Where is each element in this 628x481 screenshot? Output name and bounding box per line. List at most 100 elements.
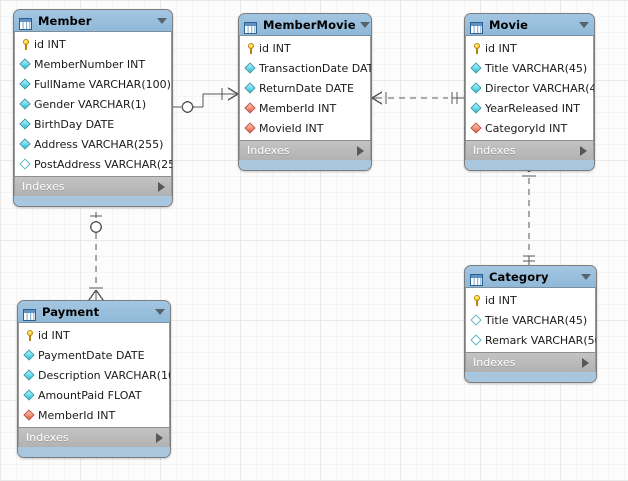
table-row[interactable]: YearReleased INT <box>466 98 593 118</box>
chevron-down-icon[interactable] <box>359 21 370 28</box>
table-columns-membermovie: id INT TransactionDate DATE ReturnDate DAT… <box>239 36 371 140</box>
table-icon <box>470 19 483 34</box>
column-not-null-icon <box>23 348 36 362</box>
relationship-membermovie-movie <box>371 91 464 105</box>
table-category[interactable]: Category id INT Title VARCHAR(45) Remark VA… <box>464 265 597 383</box>
expand-arrow-icon[interactable] <box>357 145 364 156</box>
column-label: MovieId INT <box>259 121 324 135</box>
column-label: Remark VARCHAR(500) <box>485 333 596 347</box>
relationship-member-payment <box>88 212 104 301</box>
column-label: MemberId INT <box>38 408 116 422</box>
column-label: PaymentDate DATE <box>38 348 145 362</box>
table-header-membermovie[interactable]: MemberMovie <box>239 14 371 36</box>
expand-arrow-icon[interactable] <box>580 145 587 156</box>
table-header-payment[interactable]: Payment <box>18 301 170 323</box>
table-row[interactable]: TransactionDate DATE <box>240 58 372 78</box>
column-label: FullName VARCHAR(100) <box>34 77 171 91</box>
column-not-null-icon <box>19 77 32 91</box>
column-label: MemberId INT <box>259 101 337 115</box>
column-not-null-icon <box>470 101 483 115</box>
column-not-null-icon <box>19 97 32 111</box>
column-not-null-icon <box>470 61 483 75</box>
table-row[interactable]: MemberId INT <box>240 98 370 118</box>
column-not-null-icon <box>244 81 257 95</box>
primary-key-icon <box>470 42 483 55</box>
table-row[interactable]: Director VARCHAR(45) <box>466 78 594 98</box>
column-label: Title VARCHAR(45) <box>485 313 588 327</box>
expand-arrow-icon[interactable] <box>582 357 589 368</box>
indexes-section-member[interactable]: Indexes <box>14 176 172 196</box>
column-label: Director VARCHAR(45) <box>485 81 594 95</box>
column-label: PostAddress VARCHAR(255) <box>34 157 173 171</box>
table-row[interactable]: CategoryId INT <box>466 118 593 138</box>
column-label: ReturnDate DATE <box>259 81 354 95</box>
foreign-key-icon <box>23 408 36 422</box>
table-icon <box>23 306 36 321</box>
table-row[interactable]: Remark VARCHAR(500) <box>466 330 596 350</box>
column-nullable-icon <box>470 333 483 347</box>
table-row[interactable]: PostAddress VARCHAR(255) <box>15 154 173 174</box>
table-columns-category: id INT Title VARCHAR(45) Remark VARCHAR(50… <box>465 288 596 352</box>
indexes-section-movie[interactable]: Indexes <box>465 140 594 160</box>
indexes-section-category[interactable]: Indexes <box>465 352 596 372</box>
expand-arrow-icon[interactable] <box>158 181 165 192</box>
table-row[interactable]: id INT <box>466 290 595 310</box>
column-label: id INT <box>485 293 517 307</box>
indexes-label: Indexes <box>247 143 290 157</box>
column-not-null-icon <box>19 57 32 71</box>
table-title-membermovie: MemberMovie <box>263 17 356 32</box>
foreign-key-icon <box>244 101 257 115</box>
column-label: TransactionDate DATE <box>259 61 372 75</box>
table-row[interactable]: Address VARCHAR(255) <box>15 134 171 154</box>
table-row[interactable]: Title VARCHAR(45) <box>466 310 595 330</box>
indexes-label: Indexes <box>473 143 516 157</box>
table-row[interactable]: id INT <box>15 34 171 54</box>
foreign-key-icon <box>470 121 483 135</box>
table-row[interactable]: ReturnDate DATE <box>240 78 370 98</box>
table-header-member[interactable]: Member <box>14 10 172 32</box>
chevron-down-icon[interactable] <box>157 17 167 24</box>
relationship-movie-category <box>522 161 536 265</box>
chevron-down-icon[interactable] <box>581 273 591 280</box>
table-row[interactable]: id INT <box>466 38 593 58</box>
table-row[interactable]: Gender VARCHAR(1) <box>15 94 171 114</box>
table-icon <box>244 19 257 34</box>
column-not-null-icon <box>244 61 257 75</box>
chevron-down-icon[interactable] <box>579 21 589 28</box>
table-row[interactable]: MemberNumber INT <box>15 54 171 74</box>
table-row[interactable]: PaymentDate DATE <box>19 345 169 365</box>
indexes-section-payment[interactable]: Indexes <box>18 427 170 447</box>
table-footer-membermovie <box>239 160 371 170</box>
indexes-label: Indexes <box>473 355 516 369</box>
table-header-category[interactable]: Category <box>465 266 596 288</box>
table-membermovie[interactable]: MemberMovie id INT TransactionDate DATE Ret… <box>238 13 372 171</box>
table-footer-category <box>465 372 596 382</box>
table-columns-member: id INT MemberNumber INT FullName VARCHAR(1… <box>14 32 172 176</box>
table-row[interactable]: id INT <box>19 325 169 345</box>
table-row[interactable]: BirthDay DATE <box>15 114 171 134</box>
column-label: MemberNumber INT <box>34 57 146 71</box>
table-row[interactable]: MemberId INT <box>19 405 169 425</box>
table-row[interactable]: Title VARCHAR(45) <box>466 58 593 78</box>
indexes-section-membermovie[interactable]: Indexes <box>239 140 371 160</box>
table-row[interactable]: FullName VARCHAR(100) <box>15 74 171 94</box>
column-nullable-icon <box>19 157 32 171</box>
primary-key-icon <box>470 294 483 307</box>
table-icon <box>470 271 483 286</box>
column-label: id INT <box>259 41 291 55</box>
table-row[interactable]: id INT <box>240 38 370 58</box>
table-row[interactable]: Description VARCHAR(100) <box>19 365 170 385</box>
table-row[interactable]: AmountPaid FLOAT <box>19 385 169 405</box>
table-row[interactable]: MovieId INT <box>240 118 370 138</box>
column-not-null-icon <box>19 137 32 151</box>
table-footer-member <box>14 196 172 206</box>
column-not-null-icon <box>470 81 483 95</box>
table-header-movie[interactable]: Movie <box>465 14 594 36</box>
chevron-down-icon[interactable] <box>155 308 165 315</box>
expand-arrow-icon[interactable] <box>156 432 163 443</box>
